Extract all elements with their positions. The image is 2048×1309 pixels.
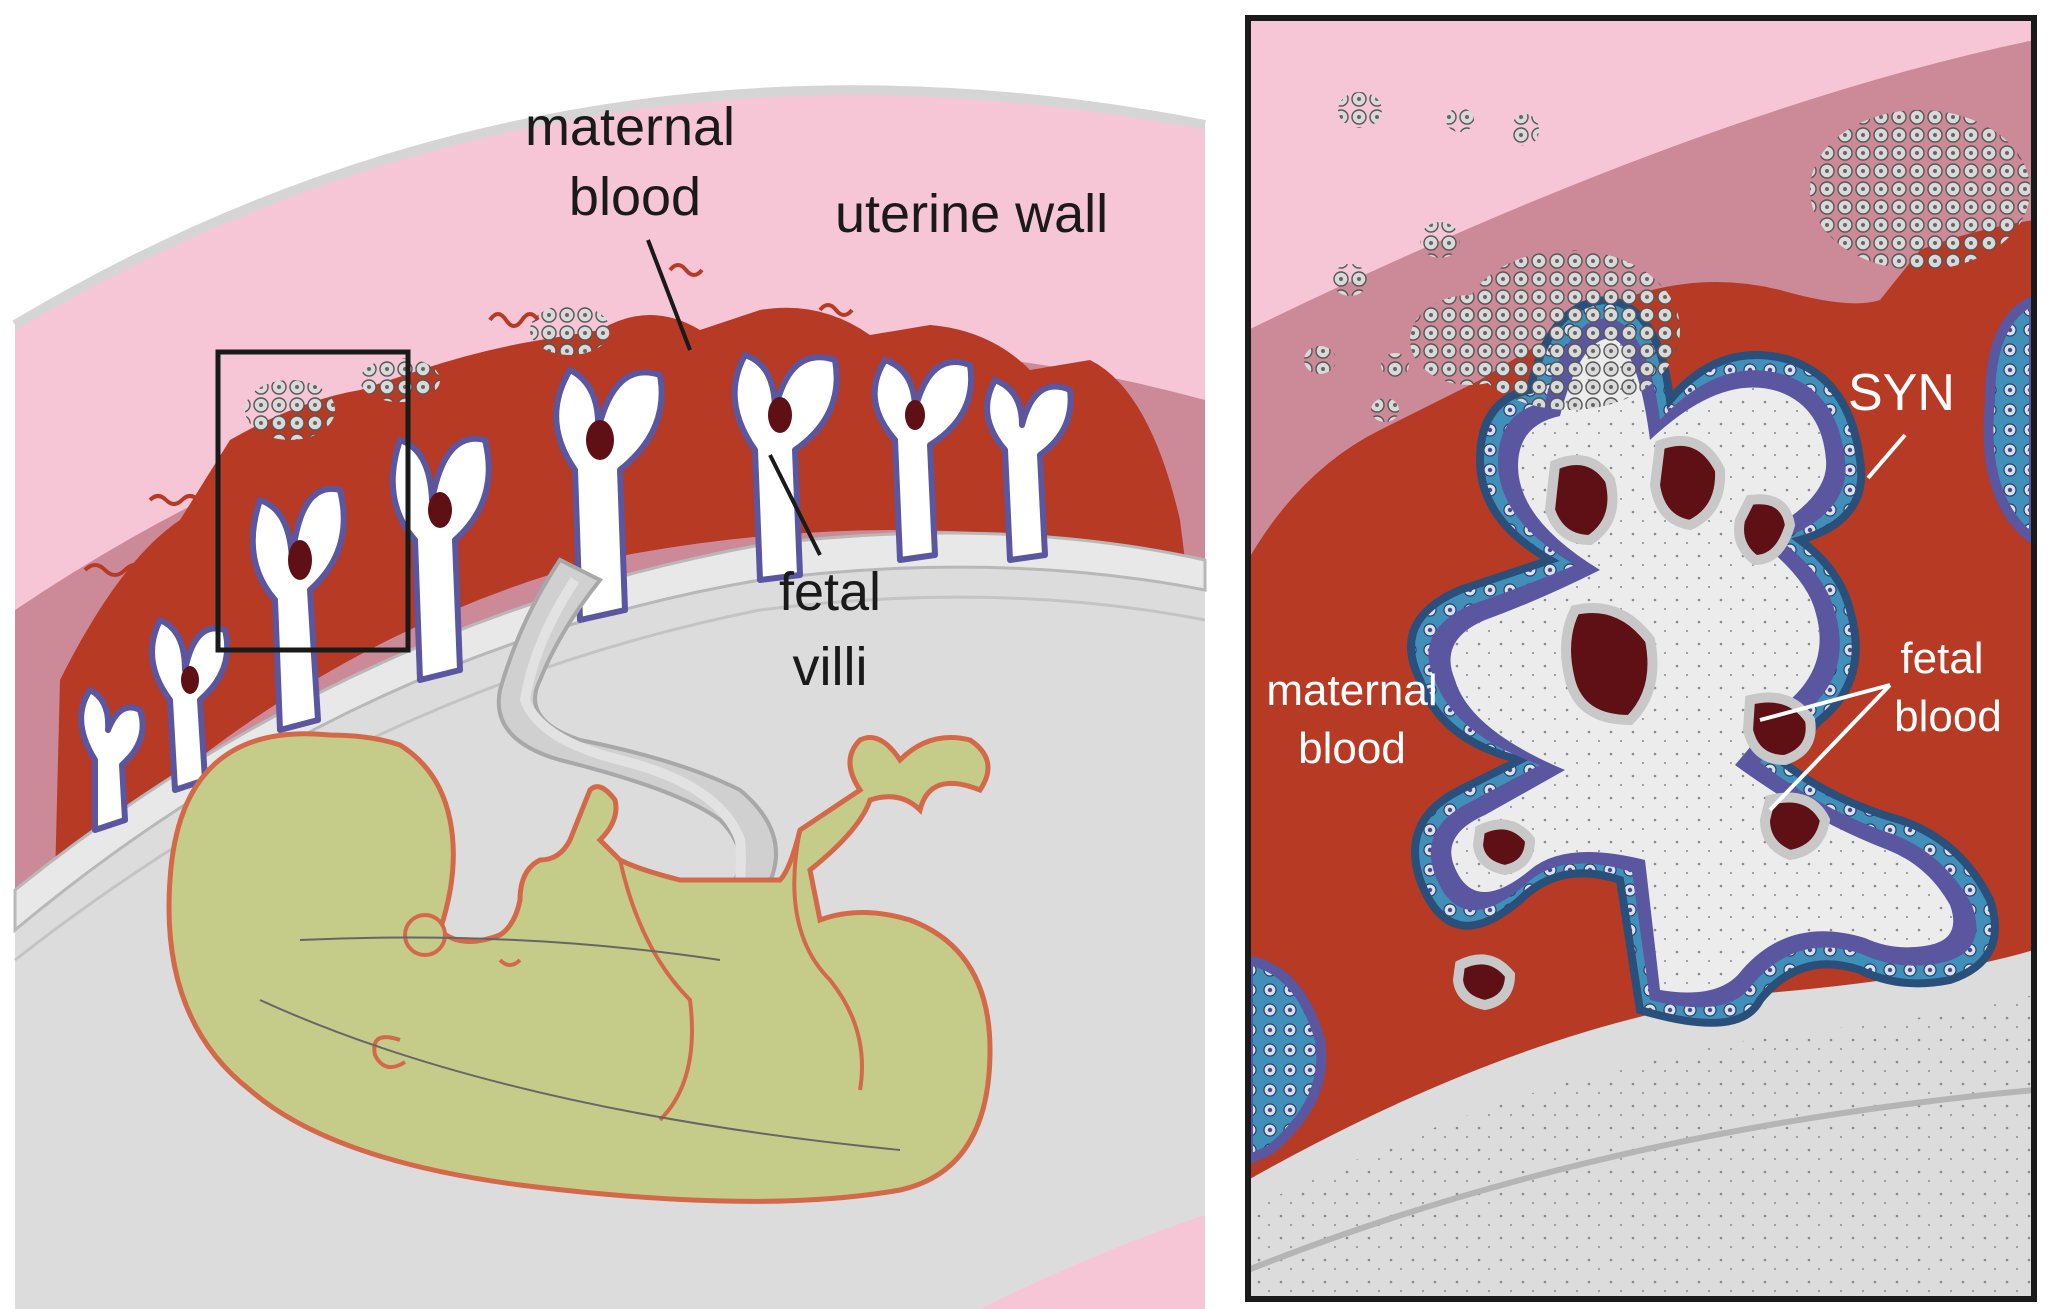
- label-fetal-villi-line1: fetal: [779, 562, 881, 622]
- uterine-wall-rim: [12, 85, 1206, 330]
- label-maternal-blood-line2: blood: [569, 167, 701, 227]
- zoom-neighbor-villus-left: [1248, 954, 1327, 1166]
- fetus-ear: [372, 1035, 407, 1070]
- label-maternal-blood-line1: maternal: [525, 97, 735, 157]
- label-fetal-villi-line2: villi: [793, 637, 868, 697]
- fetus-mouth: [498, 958, 522, 967]
- zoom-panel-frame: [1245, 15, 2037, 1302]
- fetus-spine-line: [259, 999, 901, 1151]
- decidual-cell-clusters: [245, 305, 610, 440]
- maternal-blood-leader: [646, 239, 692, 351]
- fetus-limb-leg: [792, 829, 864, 1091]
- fetus-body: [166, 731, 993, 1204]
- fetal-blood-leader-1: [1759, 683, 1891, 722]
- fetal-blood-leader-2: [1768, 683, 1892, 812]
- fetus-limb-arm: [618, 859, 694, 1122]
- zoom-fetal-vessels: [1452, 436, 1831, 1011]
- left-panel: maternal blood uterine wall fetal villi: [12, 85, 1207, 1309]
- zoom-decidual-cells: [1304, 92, 2030, 422]
- label-zoom-maternal-blood-line1: maternal: [1266, 666, 1437, 715]
- zoom-region-box: [215, 349, 411, 653]
- right-panel: SYN maternal blood fetal blood: [1245, 15, 2037, 1302]
- label-fetal-blood-line2: blood: [1894, 692, 2002, 741]
- fetus: [166, 731, 993, 1204]
- fetus-eye: [403, 913, 447, 957]
- zoom-chorion-dots: [1248, 995, 2034, 1299]
- label-zoom-maternal-blood-line2: blood: [1298, 724, 1406, 773]
- zoom-neighbor-villus-right: [1983, 294, 2034, 547]
- uterine-wall-bottom: [980, 1215, 1205, 1309]
- label-uterine-wall: uterine wall: [835, 184, 1108, 244]
- spiral-arteries: [83, 263, 854, 577]
- villi-fetal-vessels: [181, 397, 925, 694]
- fetal-villi-leader: [768, 454, 822, 556]
- zoom-amnion-line: [1248, 1087, 2034, 1273]
- syn-leader: [1866, 433, 1907, 480]
- label-fetal-blood-line1: fetal: [1900, 634, 1983, 683]
- fetus-belly-line: [299, 936, 721, 961]
- label-syn: SYN: [1848, 364, 1955, 422]
